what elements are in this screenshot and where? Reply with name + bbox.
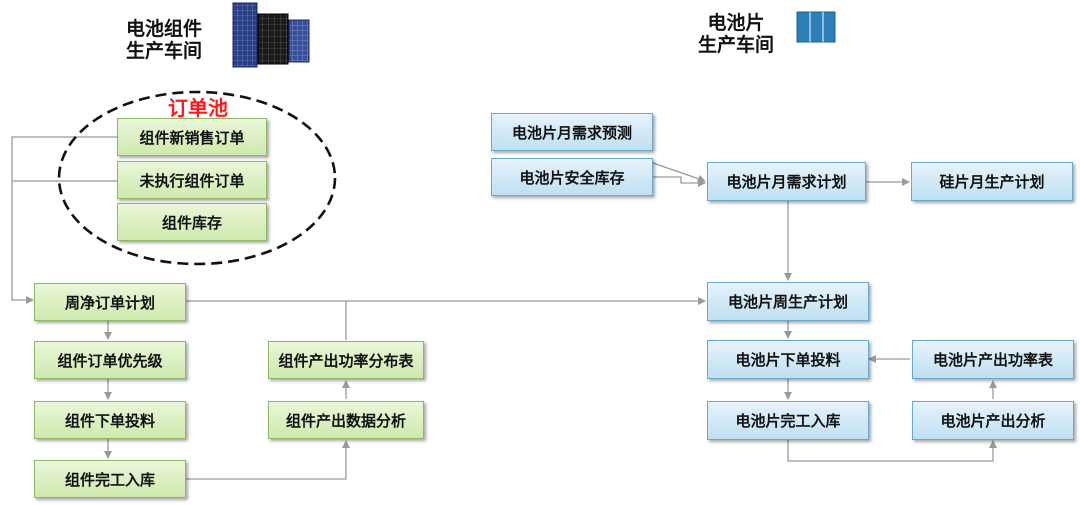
cell-workshop-line1: 电池片 <box>707 12 765 34</box>
box-power-distribution[interactable]: 组件产出功率分布表 <box>268 341 424 379</box>
box-cell-output-analysis[interactable]: 电池片产出分析 <box>912 401 1074 440</box>
module-workshop-title: 电池组件 生产车间 <box>118 18 210 62</box>
box-output-analysis[interactable]: 组件产出数据分析 <box>268 401 424 439</box>
box-unexecuted-order[interactable]: 未执行组件订单 <box>117 161 267 199</box>
box-new-sales-order[interactable]: 组件新销售订单 <box>117 118 267 156</box>
connector-stock-monthly <box>653 176 706 187</box>
box-cell-release[interactable]: 电池片下单投料 <box>707 340 869 379</box>
order-pool-ellipse <box>57 90 337 266</box>
box-module-completion[interactable]: 组件完工入库 <box>34 460 186 498</box>
box-wafer-monthly-plan[interactable]: 硅片月生产计划 <box>911 162 1073 201</box>
connector-new-order <box>11 136 117 304</box>
box-module-release[interactable]: 组件下单投料 <box>34 401 186 439</box>
box-module-stock[interactable]: 组件库存 <box>117 203 267 241</box>
box-cell-power-table[interactable]: 电池片产出功率表 <box>912 340 1074 379</box>
cell-workshop-line2: 生产车间 <box>697 34 774 56</box>
module-workshop-line1: 电池组件 <box>125 18 202 40</box>
cell-workshop-title: 电池片 生产车间 <box>690 12 782 56</box>
box-cell-monthly-forecast[interactable]: 电池片月需求预测 <box>491 113 653 151</box>
connector-completion-cell-analysis <box>787 440 997 462</box>
order-pool-label: 订单池 <box>168 96 228 120</box>
box-cell-weekly-plan[interactable]: 电池片周生产计划 <box>707 282 869 321</box>
cell-image <box>796 11 836 43</box>
module-workshop-line2: 生产车间 <box>125 40 202 62</box>
box-cell-monthly-plan[interactable]: 电池片月需求计划 <box>707 162 866 201</box>
module-panels-image <box>232 2 310 68</box>
connector-completion-analysis <box>186 440 350 480</box>
box-order-priority[interactable]: 组件订单优先级 <box>34 341 186 379</box>
connector-forecast-monthly <box>652 162 706 183</box>
box-weekly-net-order-plan[interactable]: 周净订单计划 <box>34 283 186 321</box>
box-cell-safety-stock[interactable]: 电池片安全库存 <box>491 158 653 196</box>
box-cell-completion[interactable]: 电池片完工入库 <box>707 401 869 440</box>
